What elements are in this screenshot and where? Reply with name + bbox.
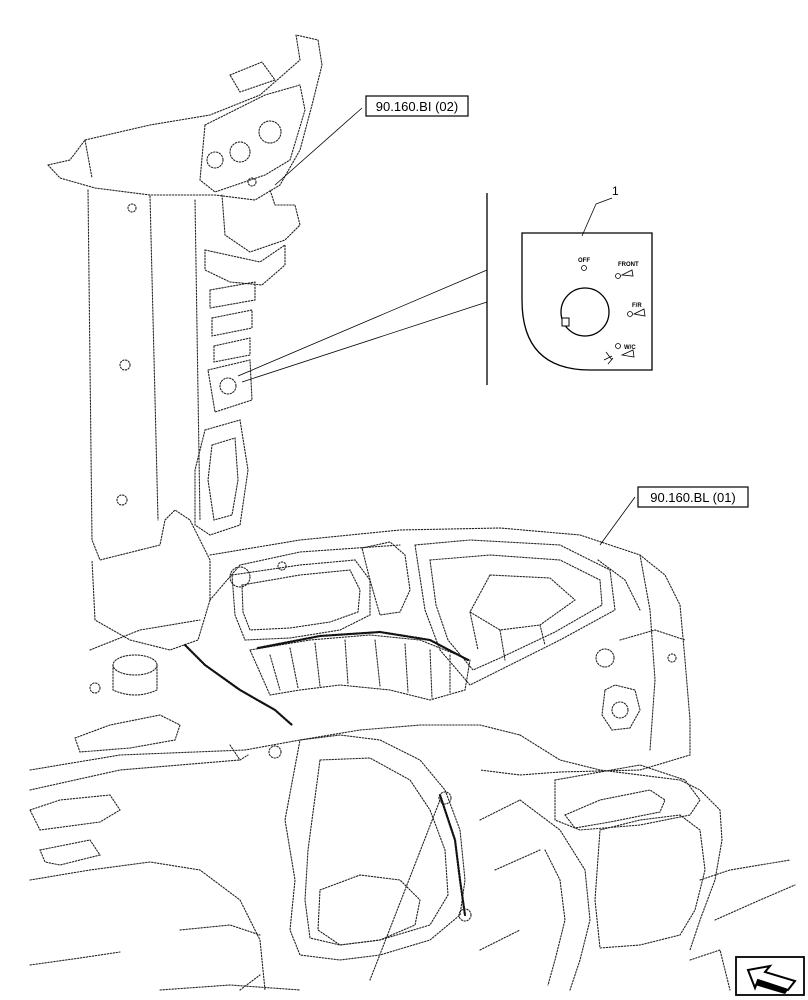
callout-bottom-label: 90.160.BL (01) [650, 490, 736, 505]
arrow-bottom-left-icon[interactable] [735, 956, 805, 996]
label-wc: W/C [624, 345, 636, 351]
leader-lines [237, 107, 636, 546]
pillar [46, 34, 323, 651]
item-number: 1 [612, 184, 619, 198]
callout-top-label: 90.160.BI (02) [376, 99, 458, 114]
washer-icon-front [620, 269, 634, 277]
callout-top: 90.160.BI (02) [365, 95, 469, 117]
label-fr: F/R [632, 303, 642, 309]
callout-bottom: 90.160.BL (01) [637, 486, 749, 508]
washer-icon-rear [632, 308, 646, 317]
label-front: FRONT [618, 262, 639, 268]
switch-plate: OFF FRONT F/R W/C [521, 232, 653, 371]
wiper-icon [620, 349, 635, 358]
dashboard [29, 527, 796, 991]
spray-icon [603, 351, 614, 365]
label-off: OFF [578, 258, 590, 264]
